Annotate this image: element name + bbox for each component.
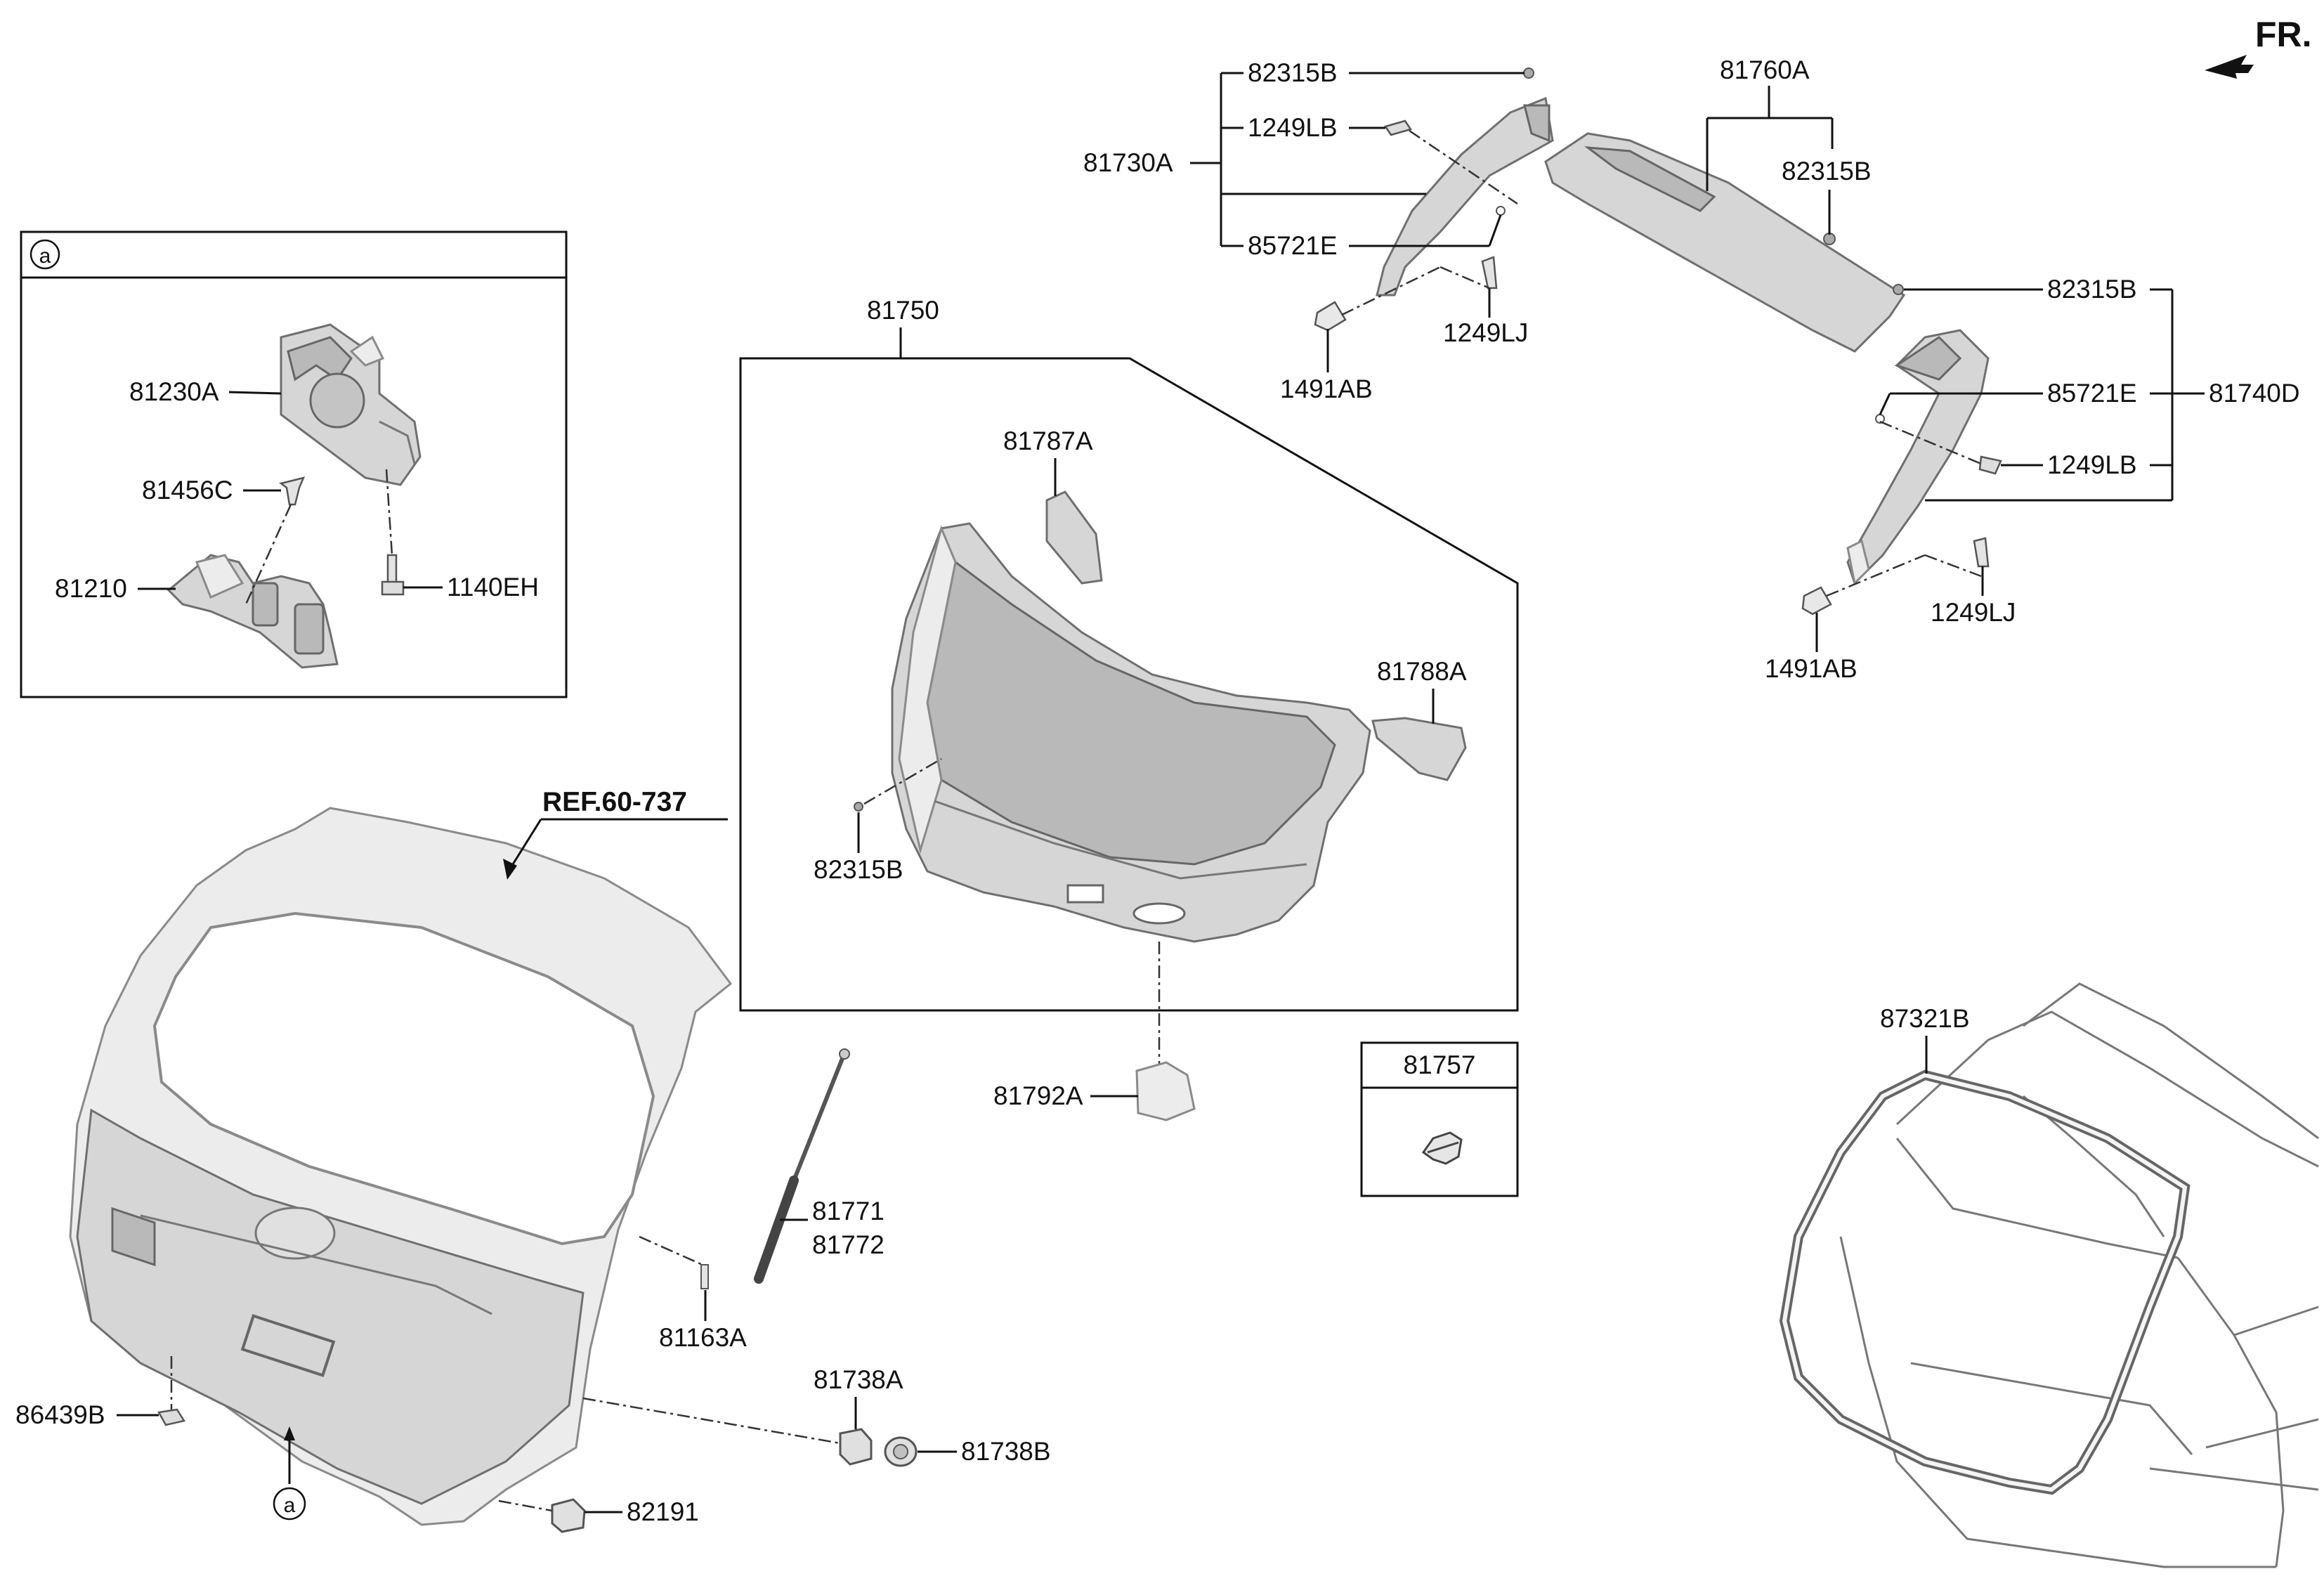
label-81730a: 81730A <box>1083 148 1173 177</box>
tailgate-marker-circle <box>273 1487 306 1521</box>
label-81210: 81210 <box>55 574 127 603</box>
clip-86439b-icon <box>157 1408 185 1426</box>
weatherstrip-group: 87321B <box>1779 982 2319 1568</box>
label-1249lj-left: 1249LJ <box>1443 318 1528 347</box>
latch-ref-arrow-icon <box>284 1426 295 1440</box>
tailgate-marker-label: a <box>284 1494 296 1517</box>
handle-cover-81792a <box>1135 1061 1196 1121</box>
tailgate-trim-frame <box>739 357 1519 1012</box>
label-81760a: 81760A <box>1720 56 1810 84</box>
label-81738b: 81738B <box>961 1437 1051 1466</box>
label-81740d: 81740D <box>2209 379 2300 408</box>
inset-marker-label: a <box>39 245 51 268</box>
label-81772: 81772 <box>812 1230 884 1259</box>
label-1491ab-left: 1491AB <box>1280 375 1373 403</box>
ref-label-60-737: REF.60-737 <box>542 787 687 817</box>
label-1491ab-right: 1491AB <box>1765 654 1858 683</box>
tailgate-trim-group: 81750 81787A 81788A 82315B 81792A <box>739 296 1519 1121</box>
front-direction-label: FR. <box>2255 15 2312 54</box>
label-82191: 82191 <box>627 1497 699 1526</box>
label-81792a: 81792A <box>993 1081 1083 1110</box>
label-85721e-right: 85721E <box>2047 379 2137 408</box>
header-trim-group: 81760A 82315B <box>1544 56 1906 353</box>
ref-arrow-icon <box>503 859 517 880</box>
label-81757: 81757 <box>1404 1050 1476 1079</box>
label-82315b-trim: 82315B <box>814 855 903 884</box>
right-side-trim-group: 82315B 85721E 81740D 1249LB 1249LJ 1491A… <box>1765 275 2300 683</box>
bolt-81163a-icon <box>700 1264 709 1289</box>
screw-81456c-icon <box>279 476 306 506</box>
label-82315b-center: 82315B <box>1782 157 1872 186</box>
label-81230a: 81230A <box>129 377 219 406</box>
latch-actuator-part <box>280 323 422 486</box>
trim-bracket-81788a <box>1371 717 1467 781</box>
clip-box: 81757 <box>1360 1041 1519 1197</box>
trim-bracket-81787a <box>1045 490 1103 585</box>
gas-strut-part <box>754 1048 850 1284</box>
label-81771: 81771 <box>812 1197 884 1225</box>
bumper-81738b-icon <box>884 1436 918 1467</box>
label-81788a: 81788A <box>1377 657 1467 686</box>
front-direction-indicator: FR. <box>2205 15 2312 79</box>
bolt-1140eh-icon <box>381 554 405 596</box>
label-81456c: 81456C <box>142 476 233 505</box>
label-81750: 81750 <box>867 296 939 325</box>
label-1140eh: 1140EH <box>447 573 539 601</box>
tailgate-panel-group: REF.60-737 81771 81772 81163A 86439B 817… <box>15 787 1051 1533</box>
left-side-trim-group: 82315B 1249LB 81730A 85721E 1249LJ 1491A… <box>1083 58 1554 403</box>
label-82315b-left: 82315B <box>1248 58 1338 87</box>
label-81787a: 81787A <box>1003 427 1093 455</box>
label-81738a: 81738A <box>814 1365 903 1394</box>
bumper-81738a-icon <box>839 1428 873 1466</box>
label-1249lb-right: 1249LB <box>2047 450 2137 479</box>
weatherstrip-part <box>1779 1069 2191 1495</box>
front-arrow-icon <box>2205 55 2254 79</box>
label-86439b: 86439B <box>15 1400 105 1429</box>
vehicle-rear-outline <box>1839 982 2319 1568</box>
label-87321b: 87321B <box>1880 1004 1970 1033</box>
header-trim-part <box>1544 132 1906 353</box>
inset-frame <box>20 230 568 698</box>
label-1249lb-left: 1249LB <box>1248 113 1338 142</box>
tailgate-latch-part <box>167 554 339 669</box>
bumper-82191-icon <box>551 1498 586 1533</box>
label-81163a: 81163A <box>659 1323 747 1352</box>
label-82315b-right: 82315B <box>2047 275 2137 304</box>
label-85721e-left: 85721E <box>1248 231 1338 260</box>
clip-icon <box>1421 1131 1463 1165</box>
inset-marker-circle <box>30 239 60 270</box>
inset-detail-a: a 81230A 81456C 81210 <box>20 230 568 698</box>
label-1249lj-right: 1249LJ <box>1931 598 2016 627</box>
